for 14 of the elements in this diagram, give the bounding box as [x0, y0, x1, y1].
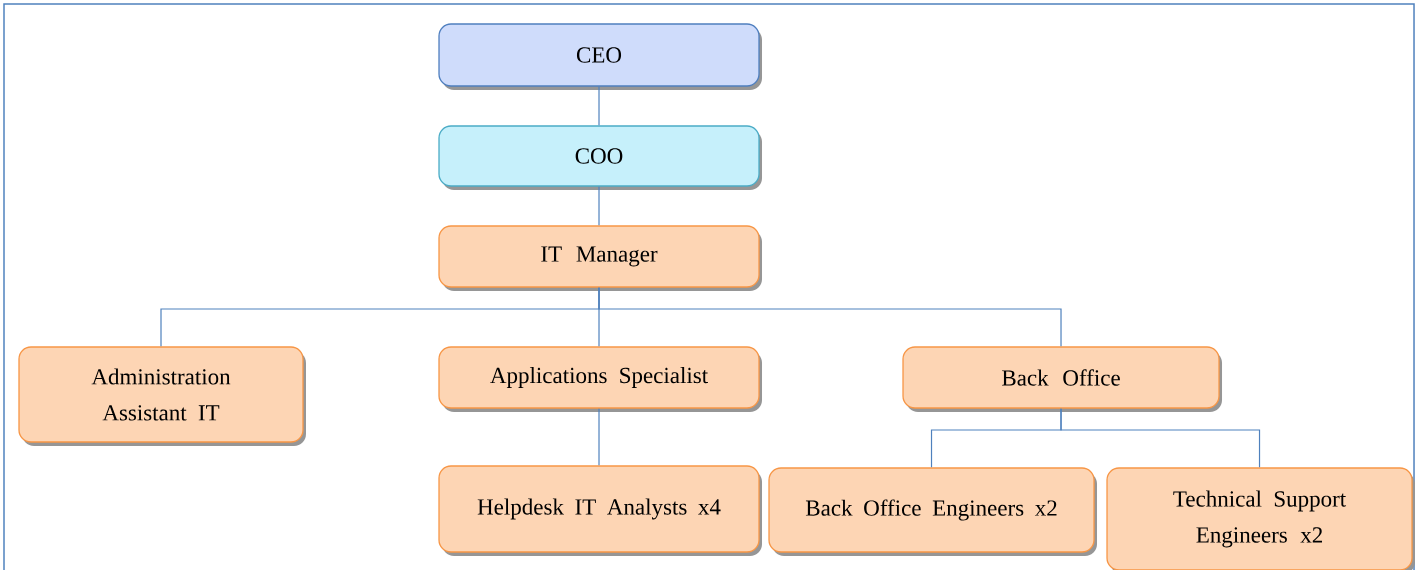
connector-line — [598, 408, 600, 466]
role-box: Applications Specialist — [438, 346, 762, 412]
role-box: Back Office Engineers x2 — [768, 467, 1097, 556]
role-box: Back Office — [902, 346, 1222, 412]
connector-line — [1060, 408, 1261, 468]
connector-line — [598, 86, 600, 126]
role-box: Technical Support Engineers x2 — [1106, 467, 1415, 570]
connector-line — [598, 186, 600, 226]
role-box: CEO — [438, 23, 762, 90]
connector-line — [598, 287, 1062, 347]
role-box: Helpdesk IT Analysts x4 — [438, 465, 762, 556]
role-box: Administration Assistant IT — [18, 346, 306, 446]
role-box: COO — [438, 125, 762, 190]
role-box: IT Manager — [438, 225, 762, 291]
